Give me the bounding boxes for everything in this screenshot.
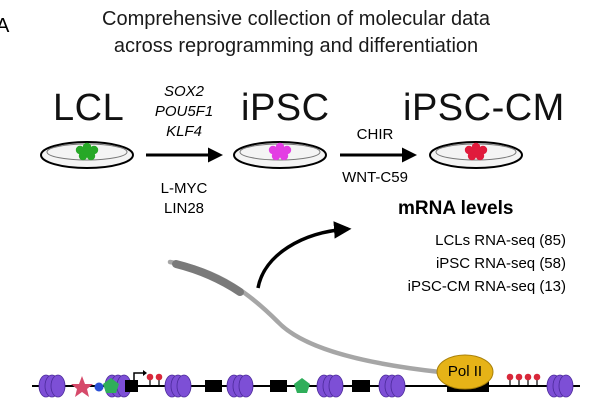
- stage-label-lcl: LCL: [53, 87, 125, 129]
- ipsc-dish: [233, 141, 327, 169]
- mrna-dataset-lcl: LCLs RNA-seq (85): [435, 232, 566, 249]
- title-line-1: Comprehensive collection of molecular da…: [102, 8, 490, 30]
- pol-ii-label: Pol II: [447, 363, 483, 380]
- lcl-dish: [40, 141, 134, 169]
- mrna-arrow: [256, 221, 352, 289]
- nucleosome-icon: [176, 374, 192, 398]
- cell: [82, 147, 92, 157]
- factor-klf4: KLF4: [166, 123, 202, 140]
- molecule-wnt-c59: WNT-C59: [342, 169, 408, 186]
- panel-letter: A: [0, 15, 10, 37]
- methylation-marks-right: [506, 373, 541, 386]
- mrna-heading: mRNA levels: [398, 198, 514, 219]
- cell: [275, 147, 285, 157]
- factor-pou5f1: POU5F1: [154, 103, 214, 120]
- mrna-dataset-ipsc-cm: iPSC-CM RNA-seq (13): [407, 278, 566, 295]
- tf-star-icon: [71, 376, 93, 397]
- nucleosome-icon: [558, 374, 574, 398]
- ipsc-cells: [268, 142, 292, 161]
- nucleosome-icon: [390, 374, 406, 398]
- mrna-dataset-ipsc: iPSC RNA-seq (58): [435, 255, 566, 272]
- exon-1: [125, 380, 138, 392]
- mrna-strand-highlight: [172, 260, 244, 296]
- nucleosome-icon: [328, 374, 344, 398]
- exon-4: [352, 380, 370, 392]
- nucleosome-icon: [238, 374, 254, 398]
- chromatin-track: [32, 354, 580, 398]
- title-line-2: across reprogramming and differentiation: [113, 35, 479, 57]
- stage-label-ipsc: iPSC: [241, 87, 330, 129]
- factor-lin28: LIN28: [163, 200, 205, 217]
- tf-pentagon-icon-1: [103, 378, 119, 393]
- nucleosomes: [38, 374, 574, 398]
- nucleosome-icon: [50, 374, 66, 398]
- lcl-cells: [75, 142, 99, 161]
- molecule-chir: CHIR: [356, 126, 394, 143]
- stage-label-ipsc-cm: iPSC-CM: [403, 87, 565, 129]
- ipsc-cm-cells: [464, 142, 488, 161]
- tf-circle-icon: [94, 382, 104, 392]
- factor-sox2: SOX2: [163, 83, 205, 100]
- exon-2: [205, 380, 222, 392]
- tf-pentagon-icon-2: [294, 378, 310, 393]
- methylation-marks-left: [146, 373, 163, 386]
- exon-3: [270, 380, 287, 392]
- ipsc-cm-dish: [429, 141, 523, 169]
- cell: [471, 147, 481, 157]
- factor-l-myc: L-MYC: [160, 180, 208, 197]
- pol-ii-icon: [436, 354, 494, 390]
